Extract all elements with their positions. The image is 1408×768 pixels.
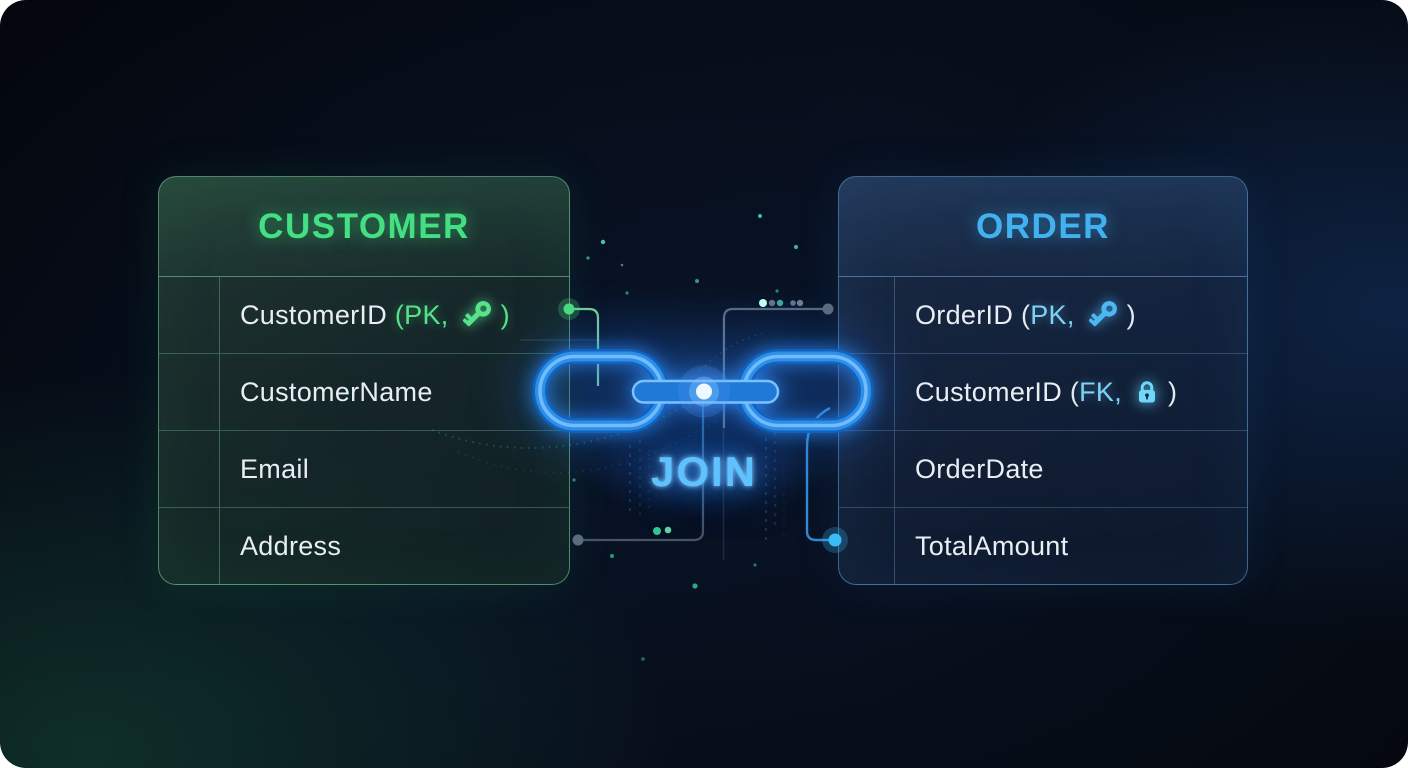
connector-dot-gray	[822, 303, 834, 315]
pk-close-paren: )	[1126, 299, 1136, 330]
key-icon	[459, 297, 495, 333]
column-name: OrderID	[915, 299, 1014, 330]
table-row: Address	[159, 507, 569, 584]
column-name: CustomerName	[240, 376, 433, 407]
row-gutter	[839, 431, 895, 507]
customer-table: CUSTOMER CustomerID (PK,) CustomerName E…	[158, 176, 570, 585]
column-name: OrderDate	[915, 453, 1044, 484]
table-row: OrderDate	[839, 430, 1247, 507]
row-gutter	[839, 277, 895, 353]
table-row: OrderID (PK,)	[839, 277, 1247, 353]
table-row: CustomerID (PK,)	[159, 277, 569, 353]
table-row: Email	[159, 430, 569, 507]
key-icon	[1085, 297, 1121, 333]
table-row: CustomerID (FK,)	[839, 353, 1247, 430]
row-content: OrderDate	[895, 431, 1247, 507]
order-table-body: OrderID (PK,) CustomerID (FK,) OrderDate…	[839, 277, 1247, 584]
fk-close-paren: )	[1168, 376, 1178, 407]
table-row: TotalAmount	[839, 507, 1247, 584]
row-content: TotalAmount	[895, 508, 1247, 584]
row-content: Address	[220, 508, 569, 584]
row-content: CustomerName	[220, 354, 569, 430]
row-content: OrderID (PK,)	[895, 277, 1247, 353]
customer-table-header: CUSTOMER	[159, 177, 569, 277]
order-table-title: ORDER	[976, 206, 1110, 246]
order-table-header: ORDER	[839, 177, 1247, 277]
pk-open-paren: (	[1020, 299, 1031, 330]
row-gutter	[839, 508, 895, 584]
pk-close-paren: )	[500, 299, 510, 330]
column-name: CustomerID	[915, 376, 1063, 407]
table-row: CustomerName	[159, 353, 569, 430]
particle-dots	[572, 214, 799, 661]
row-gutter	[159, 277, 220, 353]
chain-link-icon	[532, 349, 874, 433]
row-content: CustomerID (PK,)	[220, 277, 569, 353]
connector-dot-gray	[572, 534, 584, 546]
column-name: Address	[240, 530, 342, 561]
order-table: ORDER OrderID (PK,) CustomerID (FK,) Ord…	[838, 176, 1248, 585]
order-top-connector	[722, 303, 834, 428]
join-label: JOIN	[650, 448, 758, 495]
chain-middle-bar	[631, 379, 780, 404]
pk-label: PK,	[1030, 299, 1075, 330]
fk-label: FK,	[1079, 376, 1123, 407]
column-name: Email	[240, 453, 310, 484]
column-name: CustomerID	[240, 299, 388, 330]
customer-table-body: CustomerID (PK,) CustomerName Email Addr…	[159, 277, 569, 584]
chain-center-spark	[696, 383, 712, 400]
pk-open-paren: (	[394, 299, 405, 330]
row-content: Email	[220, 431, 569, 507]
customer-table-title: CUSTOMER	[258, 206, 470, 246]
fk-open-paren: (	[1069, 376, 1080, 407]
row-gutter	[159, 431, 220, 507]
row-gutter	[159, 508, 220, 584]
column-name: TotalAmount	[915, 530, 1069, 561]
lock-icon	[1132, 377, 1162, 407]
row-gutter	[159, 354, 220, 430]
row-gutter	[839, 354, 895, 430]
status-dots-row	[759, 299, 804, 307]
pk-label: PK,	[404, 299, 449, 330]
row-content: CustomerID (FK,)	[895, 354, 1247, 430]
